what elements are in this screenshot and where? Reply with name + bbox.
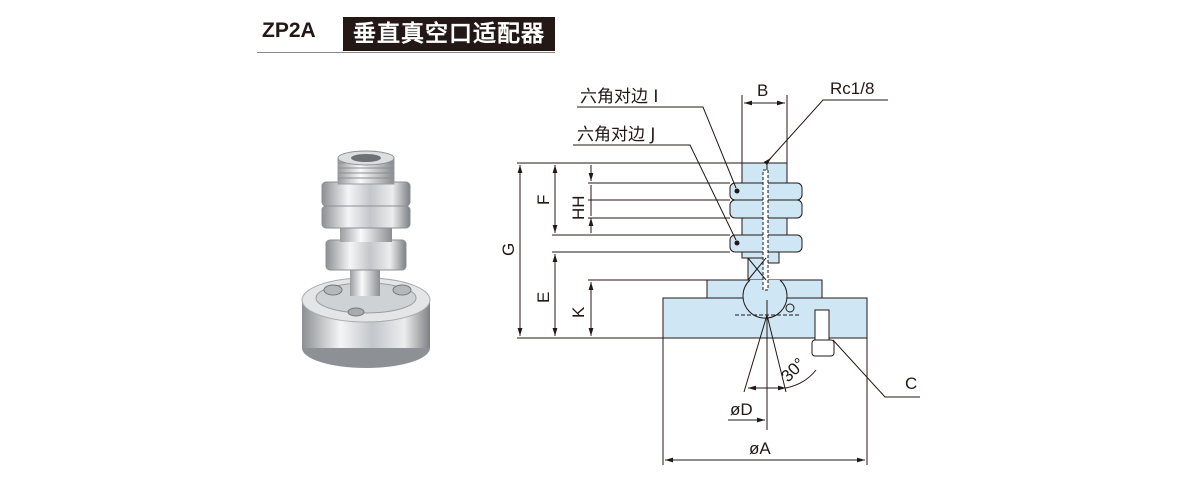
- adapter-section: [662, 162, 868, 357]
- dim-d-label: øD: [730, 400, 753, 419]
- dim-f-label: F: [534, 195, 553, 205]
- hex-j-label: 六角对边 J: [577, 125, 655, 145]
- dim-hh-label: HH: [569, 195, 588, 220]
- dim-c-label: C: [905, 374, 917, 393]
- model-code: ZP2A: [262, 19, 316, 42]
- product-photo: [301, 150, 431, 368]
- port-thread-label: Rc1/8: [830, 79, 874, 98]
- hex-i-label: 六角对边 I: [580, 87, 658, 107]
- dim-a-label: øA: [749, 439, 771, 458]
- nut-marker-dots: [734, 188, 740, 246]
- dim-b-label: B: [757, 81, 768, 100]
- header-divider: [257, 52, 555, 53]
- dim-e-label: E: [534, 292, 553, 303]
- dim-k-label: K: [569, 306, 588, 318]
- product-title: 垂直真空口适配器: [343, 17, 555, 51]
- dim-g-label: G: [499, 243, 518, 256]
- dimension-lines: [517, 95, 920, 465]
